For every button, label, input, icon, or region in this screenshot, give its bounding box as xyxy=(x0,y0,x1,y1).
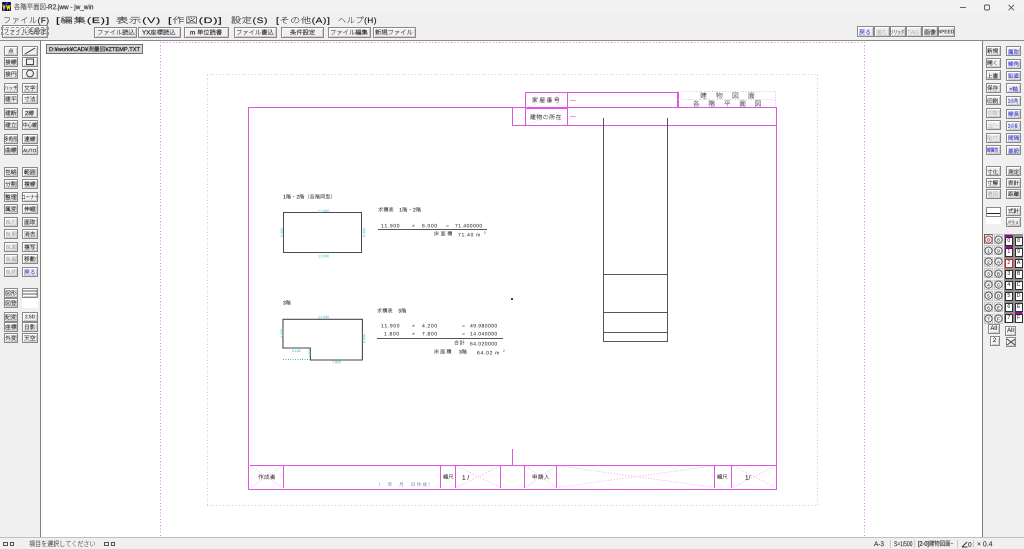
svg-text:5: 5 xyxy=(987,294,990,300)
svg-text:6: 6 xyxy=(987,305,990,311)
svg-text:9: 9 xyxy=(997,248,1000,254)
svg-text:0: 0 xyxy=(987,237,990,243)
svg-text:7: 7 xyxy=(987,317,990,323)
svg-text:4: 4 xyxy=(987,283,990,289)
svg-text:B: B xyxy=(997,271,1000,277)
svg-text:8: 8 xyxy=(997,237,1000,243)
svg-text:F: F xyxy=(997,317,1000,323)
svg-text:D: D xyxy=(996,294,1000,300)
svg-text:E: E xyxy=(997,305,1000,311)
svg-text:C: C xyxy=(996,283,1000,289)
svg-text:2: 2 xyxy=(987,260,990,266)
svg-text:A: A xyxy=(997,260,1001,266)
svg-text:1: 1 xyxy=(987,248,990,254)
svg-text:3: 3 xyxy=(987,271,990,277)
